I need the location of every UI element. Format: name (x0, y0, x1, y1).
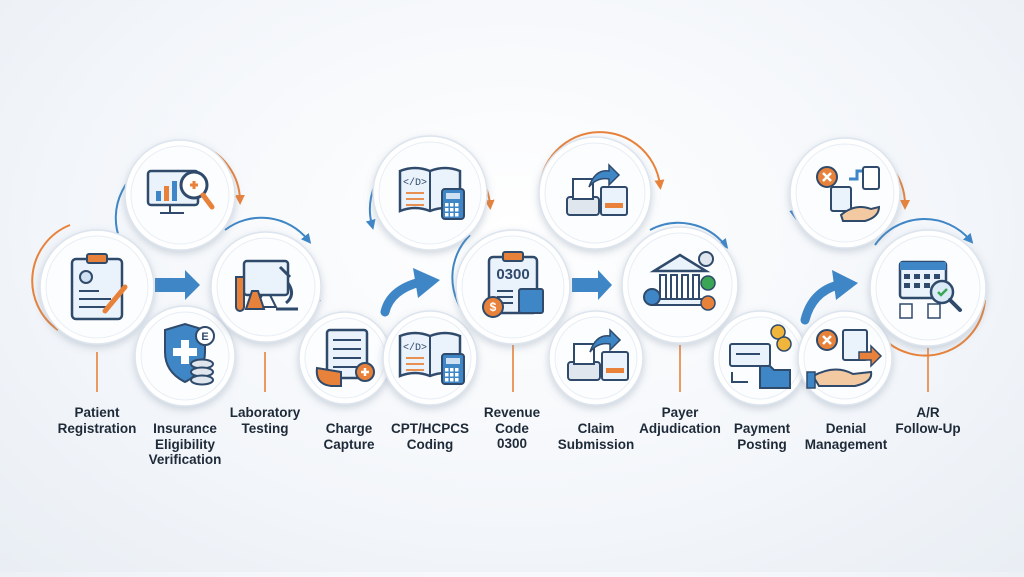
auxiliary-circle-2 (124, 139, 236, 251)
step-circle-2: E (134, 305, 236, 407)
auxiliary-circle-9 (538, 136, 652, 250)
step-circle-8 (621, 226, 739, 344)
calendar-search-icon (898, 260, 962, 319)
step-circle-1 (39, 229, 155, 345)
code-book-calculator-icon: </D> (398, 331, 465, 385)
denial-icon (816, 166, 881, 222)
arrow-revenue-to-adjudication (572, 270, 612, 300)
svg-text:E: E (201, 331, 208, 343)
step-label-7: Claim Submission (557, 421, 635, 452)
svg-text:</D>: </D> (403, 342, 427, 354)
flow-arrows (155, 268, 858, 325)
step-label-6: Revenue Code 0300 (483, 405, 541, 451)
step-label-10: Denial Management (804, 421, 888, 452)
arrow-payment-to-followup (800, 280, 843, 325)
codebook-icon: </D> (398, 166, 465, 220)
revenue-code-icon: 0300 $ (482, 251, 544, 318)
step-circle-5: </D> (382, 310, 478, 406)
step-label-3: Laboratory Testing (229, 405, 301, 436)
claim-printer-icon (567, 328, 629, 381)
svg-text:$: $ (490, 300, 497, 314)
step-circles: E </D> </D> 0300 $ (39, 135, 987, 407)
step-label-5: CPT/HCPCS Coding (390, 421, 469, 452)
svg-text:0300: 0300 (496, 266, 529, 283)
denial-hand-icon (806, 329, 883, 389)
clipboard-icon (70, 253, 128, 321)
step-label-8: Payer Adjudication (639, 405, 721, 436)
monitor-search-icon (146, 169, 215, 214)
arrow-charge-to-revenue (380, 277, 425, 317)
claim-icon (566, 163, 628, 216)
auxiliary-circle-6: </D> (372, 135, 488, 251)
step-circle-3 (210, 231, 322, 343)
step-label-11: A/R Follow-Up (895, 405, 961, 436)
auxiliary-circle-12 (789, 137, 901, 249)
step-label-2: Insurance Eligibility Verification (148, 421, 222, 467)
step-circle-7 (548, 310, 644, 406)
step-circle-6: 0300 $ (455, 229, 571, 345)
step-label-1: Patient Registration (57, 405, 137, 436)
check-coins-folder-icon (729, 324, 792, 389)
step-circle-11 (869, 229, 987, 347)
step-circle-4 (298, 311, 392, 405)
bank-gears-icon (643, 251, 716, 311)
step-label-9: Payment Posting (733, 421, 791, 452)
arrow-registration-to-lab (155, 270, 200, 300)
lab-microscope-icon (235, 259, 298, 312)
step-label-4: Charge Capture (323, 421, 375, 452)
svg-text:</D>: </D> (403, 177, 427, 189)
step-circle-10 (797, 310, 893, 406)
step-circle-9 (712, 310, 808, 406)
shield-database-icon: E (164, 322, 215, 386)
charge-sheet-icon (315, 328, 375, 387)
